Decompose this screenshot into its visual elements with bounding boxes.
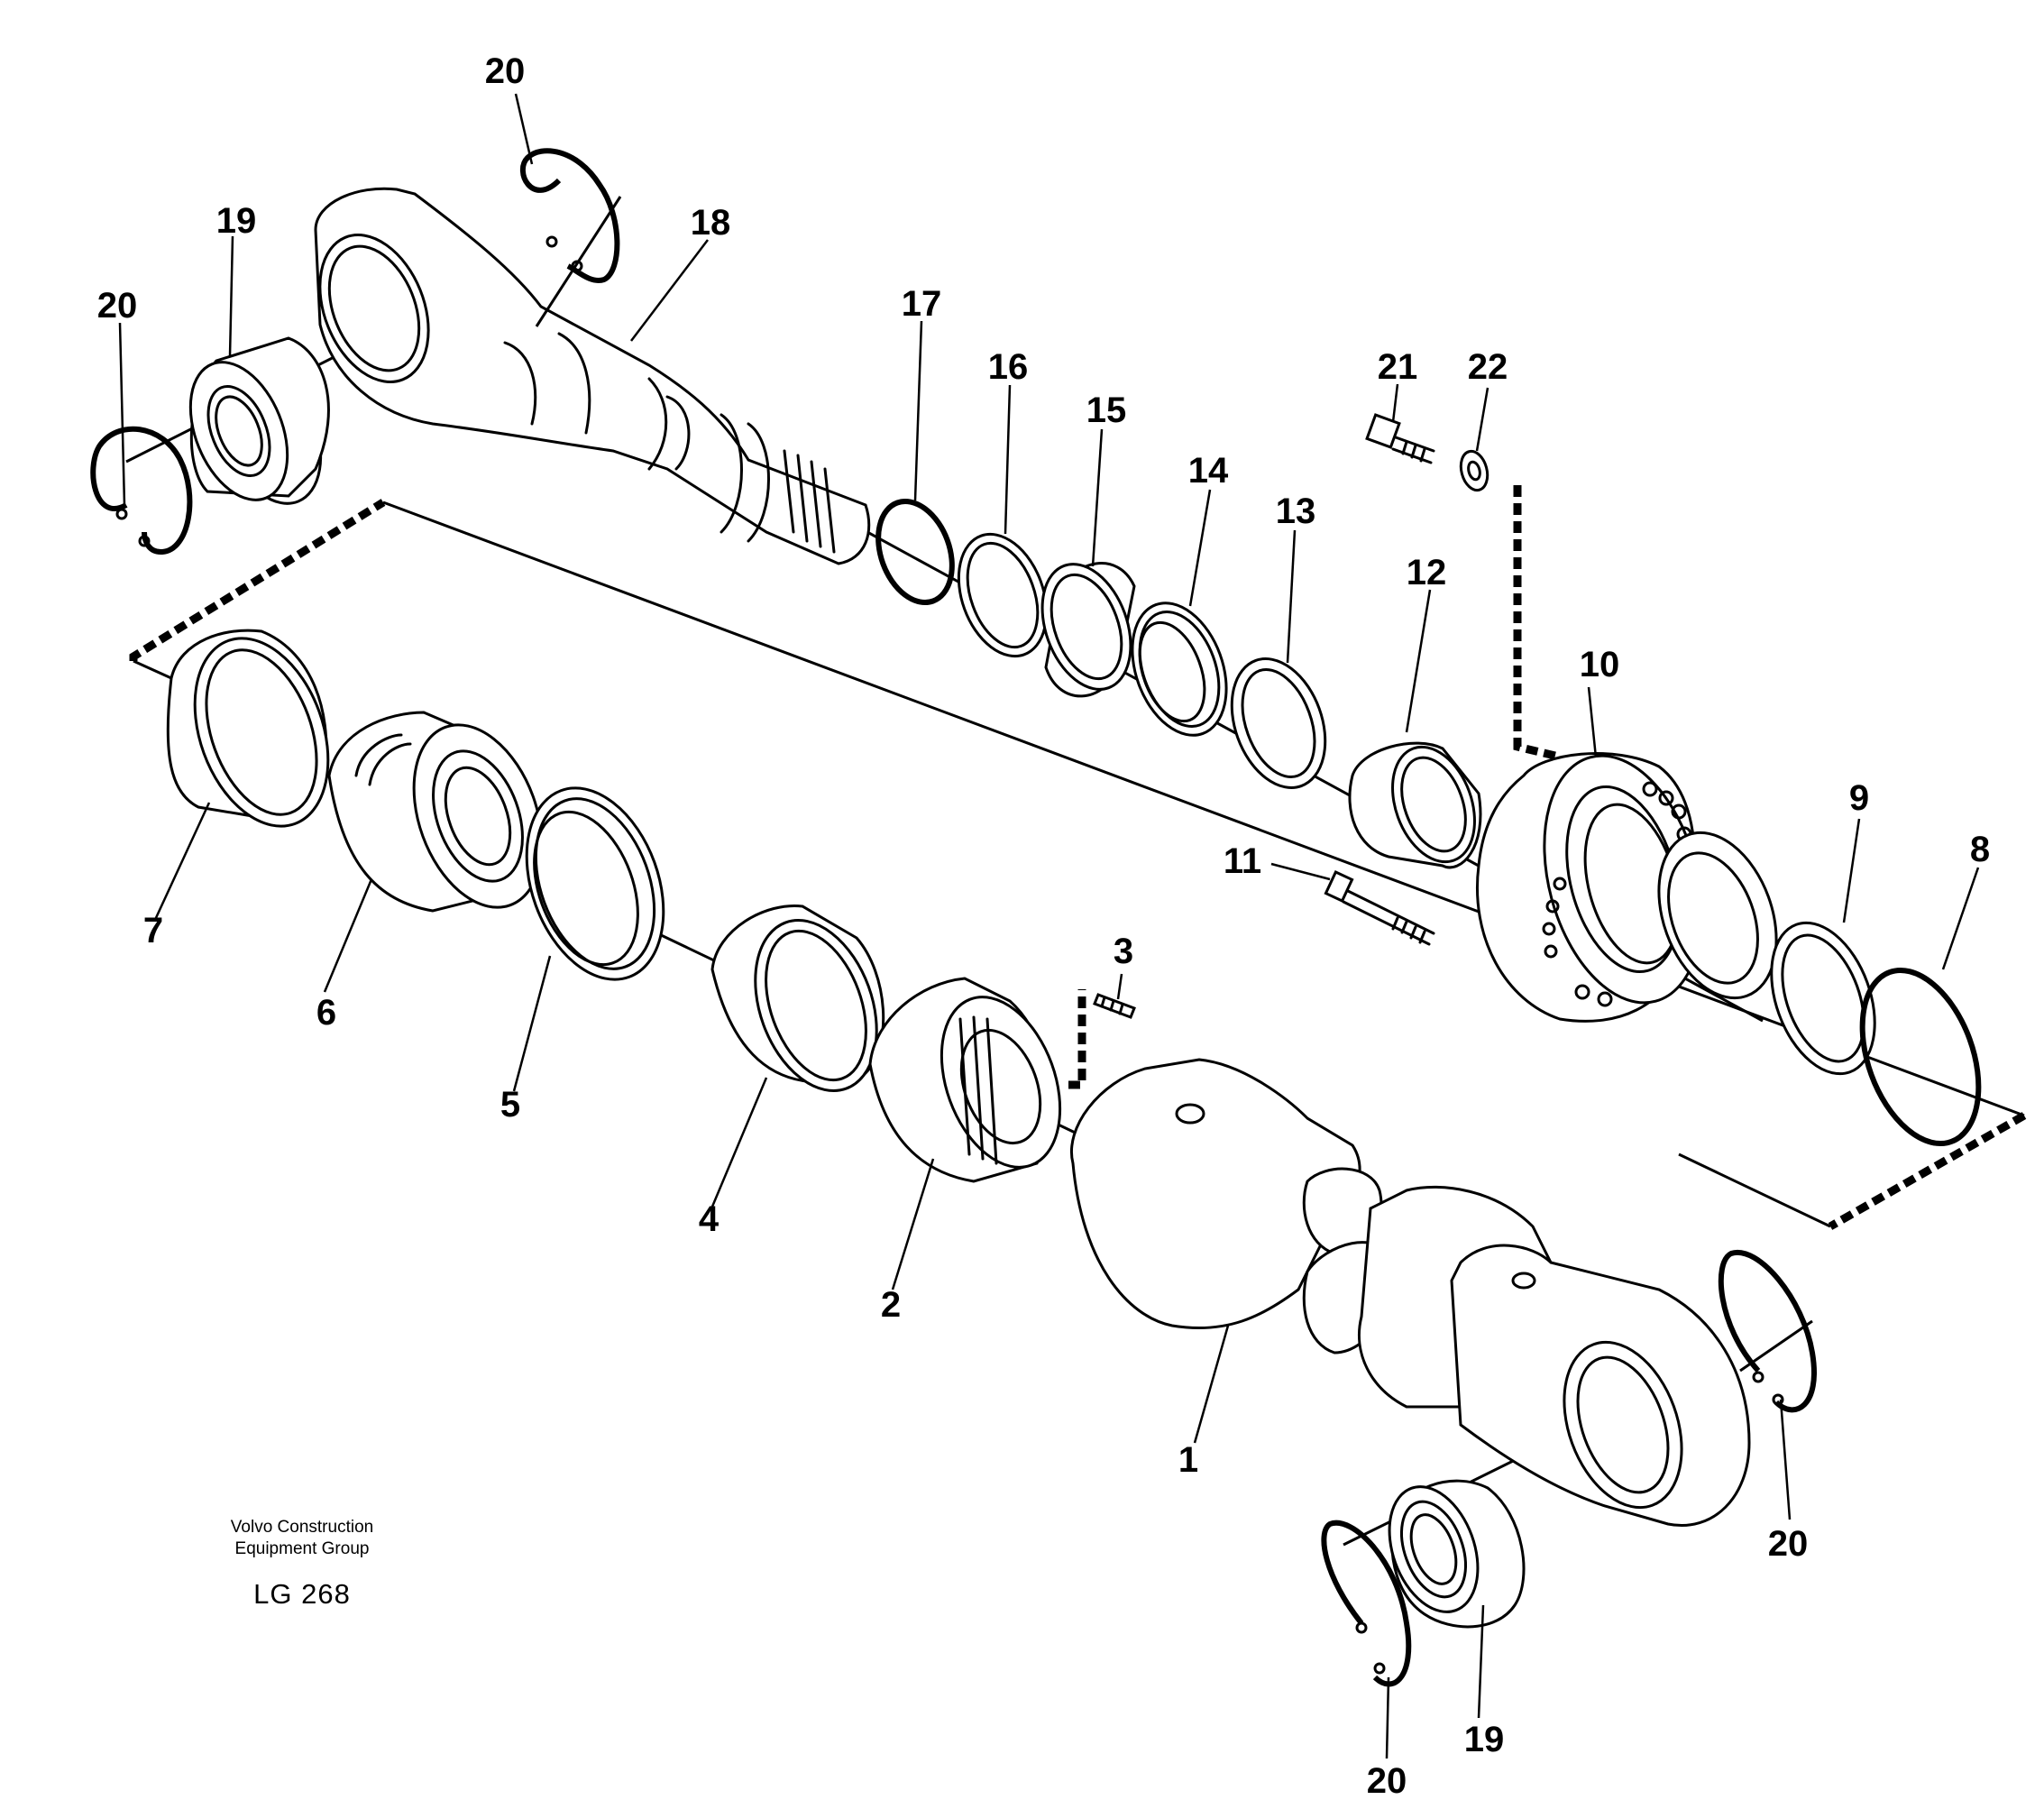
label-15: 15 (1086, 390, 1127, 430)
circlip-20-bottom-right (1718, 1249, 1817, 1413)
label-19-bottom: 19 (1464, 1720, 1505, 1759)
piston-nut-2 (868, 977, 1062, 1183)
seal-17 (875, 498, 955, 606)
label-6: 6 (316, 993, 336, 1033)
circlip-20-bottom (1321, 1520, 1412, 1687)
label-22: 22 (1468, 347, 1508, 387)
company-line-2: Equipment Group (234, 1539, 370, 1558)
leader-lines (118, 93, 1980, 1759)
circlip-20-top (520, 148, 620, 283)
label-14: 14 (1188, 451, 1229, 491)
bushing-4 (710, 904, 885, 1092)
label-18: 18 (691, 203, 731, 243)
guide-ring-7 (166, 629, 330, 828)
label-3: 3 (1114, 932, 1133, 971)
label-10: 10 (1580, 645, 1620, 684)
label-11: 11 (1224, 841, 1261, 881)
cylinder-tube-1 (1070, 1058, 1751, 1527)
circlip-20-top-left (90, 426, 193, 555)
label-20-top: 20 (485, 51, 526, 91)
label-5: 5 (500, 1085, 520, 1125)
label-21: 21 (1378, 347, 1418, 387)
label-20-bottom: 20 (1367, 1761, 1407, 1801)
drawing-caption: Volvo Construction Equipment Group LG 26… (180, 1517, 424, 1612)
bolt-21 (1365, 413, 1435, 464)
label-12: 12 (1407, 553, 1447, 592)
piston-rod-18 (314, 187, 871, 565)
seal-13 (1230, 657, 1327, 789)
screw-11 (1324, 869, 1435, 946)
seal-14 (1131, 601, 1228, 737)
label-20-bottom-right: 20 (1768, 1524, 1809, 1564)
cylinder-head-10 (1476, 752, 1703, 1023)
figure-code: LG 268 (253, 1578, 351, 1610)
company-line-1: Volvo Construction (230, 1518, 374, 1537)
seal-16 (957, 532, 1049, 658)
bushing-12 (1348, 741, 1482, 869)
part-labels: 20 19 20 18 17 16 15 14 13 12 21 22 10 9… (97, 51, 1990, 1801)
label-4: 4 (699, 1199, 720, 1239)
set-screw-3 (1093, 993, 1136, 1019)
label-2: 2 (881, 1285, 901, 1325)
seal-9 (1770, 921, 1876, 1076)
label-17: 17 (902, 284, 942, 324)
label-19-top: 19 (216, 201, 257, 241)
spherical-bearing-19-bottom (1388, 1479, 1526, 1629)
label-7: 7 (143, 911, 163, 950)
piston-6 (327, 711, 544, 913)
wiper-ring (1657, 831, 1778, 1000)
label-1: 1 (1178, 1440, 1198, 1480)
washer-22 (1459, 449, 1489, 492)
label-8: 8 (1970, 830, 1990, 869)
seal-15 (1040, 562, 1136, 698)
seal-5 (525, 786, 665, 981)
spherical-bearing-19-top (188, 336, 330, 505)
label-9: 9 (1849, 778, 1869, 818)
label-20-top-left: 20 (97, 286, 138, 326)
label-13: 13 (1276, 491, 1316, 531)
label-16: 16 (988, 347, 1029, 387)
circlip-8 (1859, 967, 1982, 1147)
